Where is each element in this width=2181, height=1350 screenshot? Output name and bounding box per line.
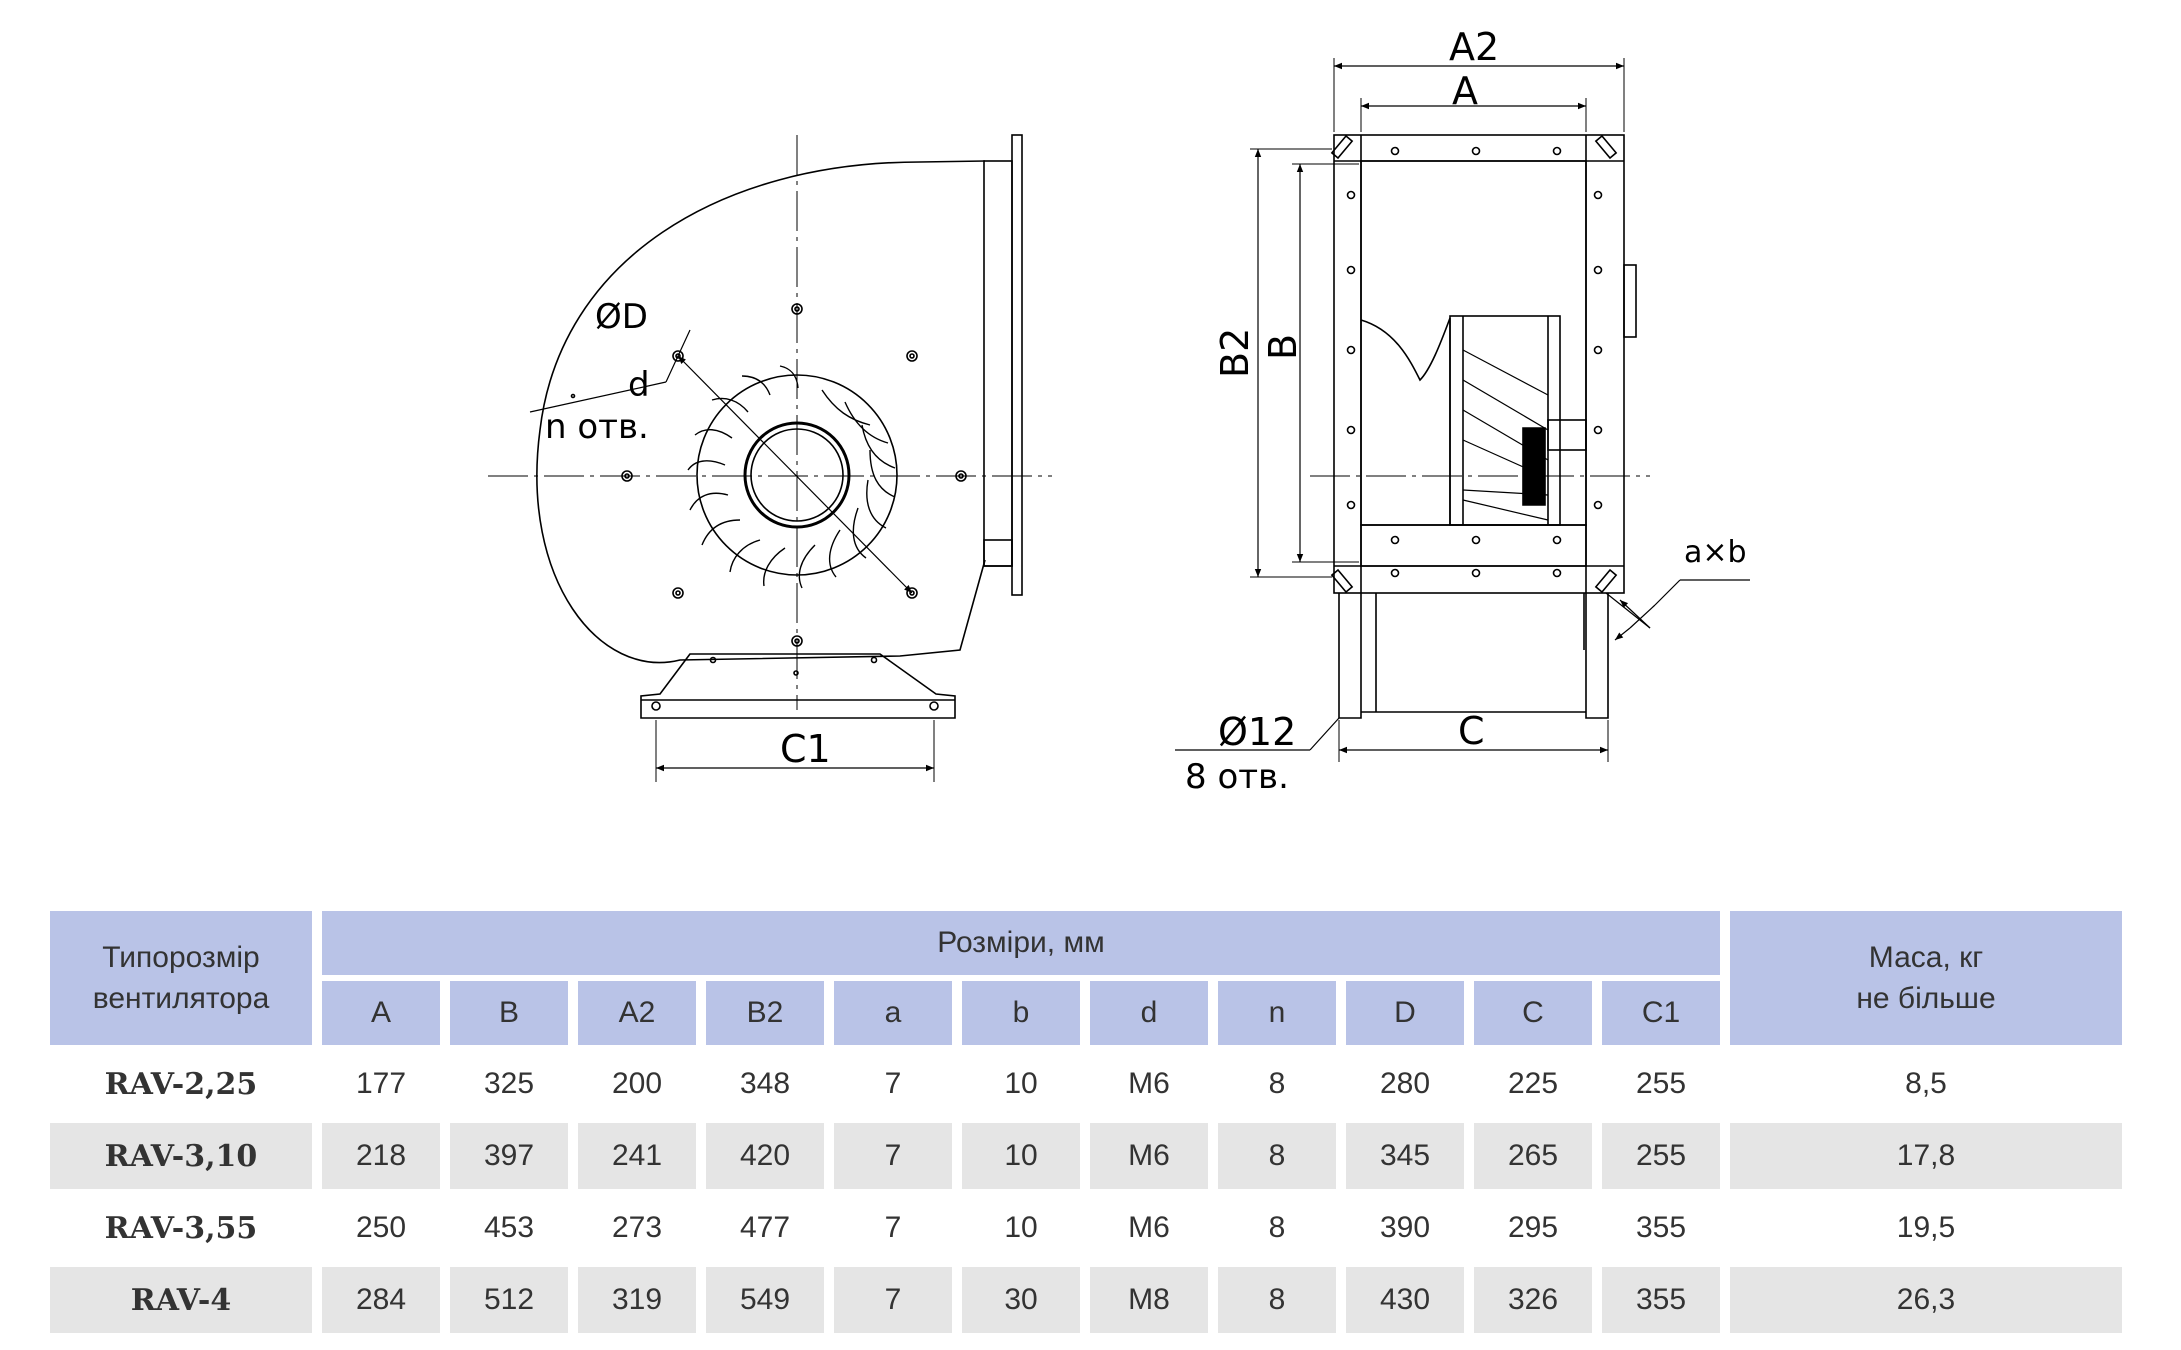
model-header-line2: вентилятора — [92, 982, 270, 1015]
mass-header: Маса, кг не більше — [1730, 911, 2122, 1045]
table-row: RAV-2,25 177 325 200 348 7 10 M6 8 280 2… — [50, 1051, 2122, 1117]
hole-diameter-label: ØD — [595, 297, 648, 337]
table-cell: 273 — [611, 1211, 663, 1244]
table-cell: 477 — [739, 1211, 791, 1244]
table-cell: 241 — [578, 1123, 696, 1189]
outer-width-label-a2: A2 — [1449, 25, 1499, 69]
table-cell: M6 — [1090, 1123, 1208, 1189]
column-header: B2 — [706, 981, 824, 1045]
table-cell: M6 — [1128, 1211, 1170, 1244]
table-cell: 8 — [1268, 1211, 1286, 1244]
mass-cell: 19,5 — [1896, 1211, 1956, 1244]
table-cell: 549 — [706, 1267, 824, 1333]
table-cell: 255 — [1635, 1067, 1687, 1100]
table-cell: 280 — [1379, 1067, 1431, 1100]
inner-width-label-a: A — [1452, 69, 1478, 113]
table-cell: 355 — [1635, 1211, 1687, 1244]
table-row: RAV-3,55 250 453 273 477 7 10 M6 8 390 2… — [50, 1195, 2122, 1261]
column-header: d — [1090, 981, 1208, 1045]
mass-cell: 26,3 — [1730, 1267, 2122, 1333]
column-header: D — [1346, 981, 1464, 1045]
slot-label: a×b — [1684, 535, 1747, 570]
column-header: C — [1474, 981, 1592, 1045]
side-view — [1175, 58, 1750, 762]
model-cell: RAV-2,25 — [104, 1066, 258, 1102]
inner-height-label-b: B — [1261, 334, 1305, 360]
base-width-label-c1: C1 — [780, 727, 831, 771]
column-header: B — [450, 981, 568, 1045]
table-cell: 10 — [1004, 1211, 1038, 1244]
table-cell: 10 — [962, 1123, 1080, 1189]
table-cell: 453 — [483, 1211, 535, 1244]
table-row: RAV-4 284 512 319 549 7 30 M8 8 430 326 … — [50, 1267, 2122, 1333]
specification-table: Типорозмір вентилятора Розміри, мм Маса,… — [40, 905, 2132, 1339]
table-cell: 8 — [1218, 1123, 1336, 1189]
table-cell: 326 — [1474, 1267, 1592, 1333]
table-row: RAV-3,10 218 397 241 420 7 10 M6 8 345 2… — [50, 1123, 2122, 1189]
table-cell: 7 — [834, 1267, 952, 1333]
table-cell: 265 — [1474, 1123, 1592, 1189]
table-cell: 250 — [355, 1211, 407, 1244]
model-header: Типорозмір вентилятора — [50, 911, 312, 1045]
hole-size-label: d — [628, 365, 650, 405]
table-cell: 8 — [1218, 1267, 1336, 1333]
table-cell: 512 — [450, 1267, 568, 1333]
table-cell: 420 — [706, 1123, 824, 1189]
table-cell: 430 — [1346, 1267, 1464, 1333]
table-cell: M6 — [1128, 1067, 1170, 1100]
table-cell: 30 — [962, 1267, 1080, 1333]
table-cell: 218 — [322, 1123, 440, 1189]
table-cell: 348 — [739, 1067, 791, 1100]
mass-cell: 17,8 — [1730, 1123, 2122, 1189]
table-cell: 345 — [1346, 1123, 1464, 1189]
mount-hole-count-label: 8 отв. — [1185, 757, 1289, 797]
column-header: A2 — [578, 981, 696, 1045]
mass-header-line2: не більше — [1856, 982, 1996, 1015]
front-view — [488, 134, 1052, 782]
table-cell: 7 — [834, 1123, 952, 1189]
column-header: A — [322, 981, 440, 1045]
table-cell: 319 — [578, 1267, 696, 1333]
hole-count-label: n отв. — [545, 407, 649, 447]
model-cell: RAV-3,55 — [104, 1210, 258, 1246]
mass-header-line1: Маса, кг — [1868, 941, 1984, 974]
table-cell: 7 — [884, 1067, 902, 1100]
model-header-line1: Типорозмір — [102, 941, 260, 974]
column-header: n — [1218, 981, 1336, 1045]
table-cell: 7 — [884, 1211, 902, 1244]
table-cell: 8 — [1268, 1067, 1286, 1100]
table-cell: 255 — [1602, 1123, 1720, 1189]
technical-drawing: ØD d n отв. C1 — [488, 25, 1750, 797]
outer-height-label-b2: B2 — [1213, 328, 1257, 378]
model-cell: RAV-4 — [50, 1267, 312, 1333]
table-cell: 10 — [1004, 1067, 1038, 1100]
table-cell: 325 — [483, 1067, 535, 1100]
column-header: a — [834, 981, 952, 1045]
base-width-label-c: C — [1458, 709, 1485, 753]
table-cell: 397 — [450, 1123, 568, 1189]
model-cell: RAV-3,10 — [50, 1123, 312, 1189]
table-cell: M8 — [1090, 1267, 1208, 1333]
table-cell: 200 — [611, 1067, 663, 1100]
table-cell: 225 — [1507, 1067, 1559, 1100]
table-cell: 177 — [355, 1067, 407, 1100]
dimensions-header: Розміри, мм — [322, 911, 1720, 975]
table-cell: 284 — [322, 1267, 440, 1333]
mount-hole-label: Ø12 — [1218, 710, 1296, 754]
table-cell: 295 — [1507, 1211, 1559, 1244]
column-header: C1 — [1602, 981, 1720, 1045]
column-header: b — [962, 981, 1080, 1045]
table-cell: 355 — [1602, 1267, 1720, 1333]
mass-cell: 8,5 — [1905, 1067, 1947, 1100]
table-cell: 390 — [1379, 1211, 1431, 1244]
